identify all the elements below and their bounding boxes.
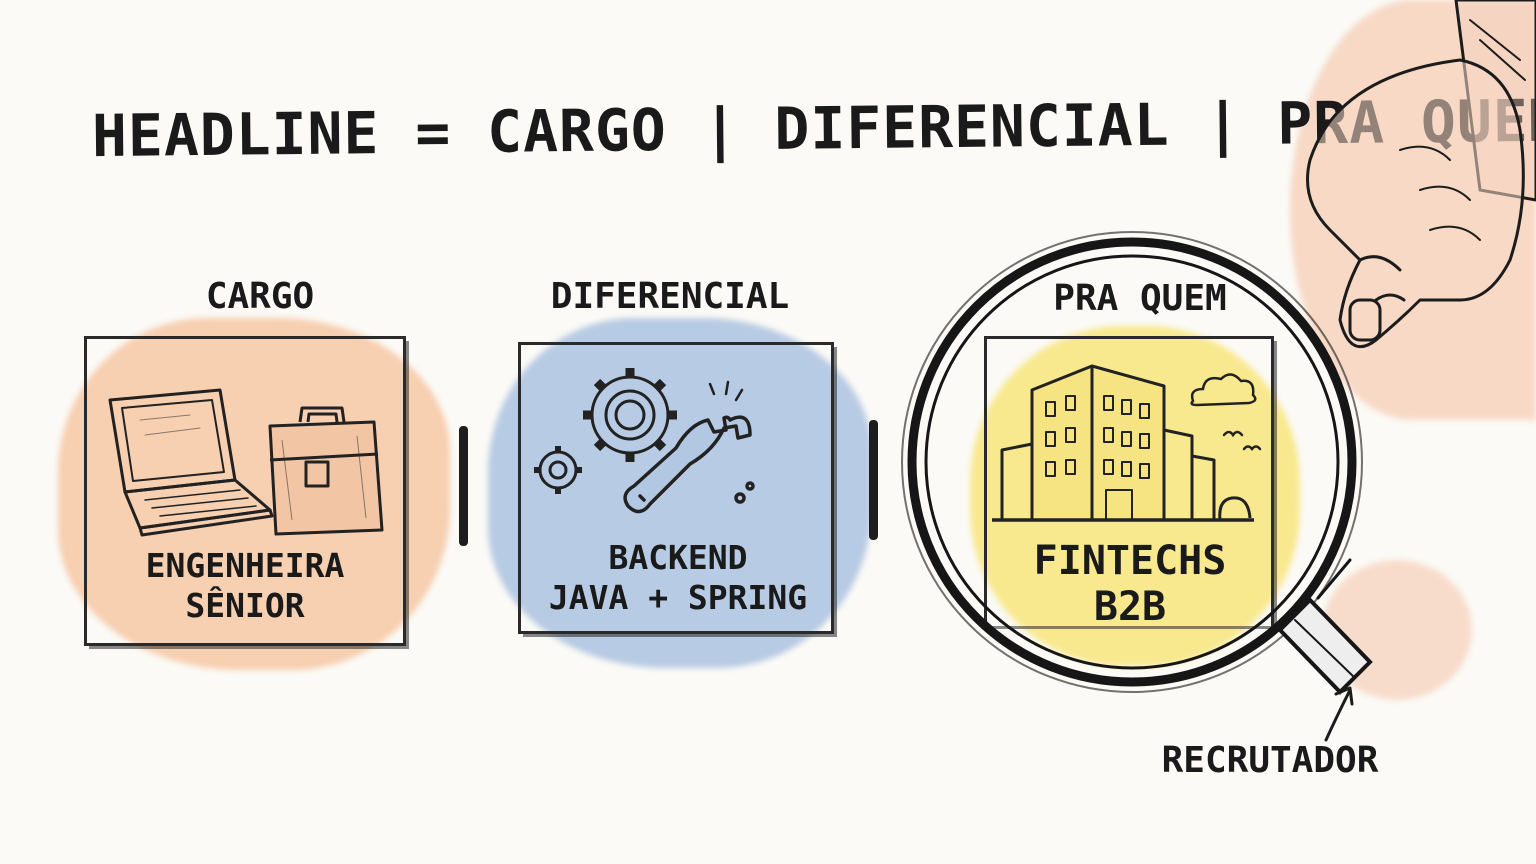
- gears-icon: [534, 368, 677, 494]
- diferencial-frame: [518, 342, 834, 634]
- panel-title-praquem: Pra Quem: [1053, 278, 1227, 319]
- panel-text-cargo: Engenheira Sênior: [100, 546, 390, 626]
- birds-icon: [1222, 430, 1262, 451]
- magnifying-glass-icon: [901, 231, 1373, 695]
- panel-text-line: Engenheira: [145, 546, 345, 585]
- panel-text-line: B2B: [1093, 584, 1167, 630]
- separator-bar: [869, 420, 878, 540]
- separator-bar: [459, 426, 468, 546]
- panel-text-praquem: Fintechs B2B: [990, 538, 1270, 630]
- panel-text-line: Backend: [608, 538, 748, 577]
- panel-title-cargo: Cargo: [205, 276, 315, 317]
- cargo-wash: [58, 318, 450, 670]
- briefcase-icon: [268, 406, 384, 536]
- panel-title-diferencial: Diferencial: [550, 276, 790, 317]
- praquem-wash: [970, 326, 1300, 666]
- laptop-icon: [108, 388, 274, 537]
- cloud-icon: [1190, 373, 1257, 407]
- hand-icon: [1306, 0, 1536, 349]
- panel-text-line: Fintechs: [1033, 538, 1227, 584]
- wrench-icon: [623, 380, 755, 514]
- arrow-up-icon: [1324, 686, 1354, 742]
- recrutador-label: Recrutador: [1161, 740, 1379, 781]
- diferencial-wash: [488, 318, 872, 668]
- headline: Headline = Cargo | Diferencial | Pra Que…: [91, 86, 1536, 171]
- praquem-frame: [984, 336, 1274, 626]
- cargo-frame: [84, 336, 406, 646]
- panel-text-line: Java + Spring: [548, 578, 808, 617]
- panel-text-diferencial: Backend Java + Spring: [528, 538, 828, 618]
- panel-text-line: Sênior: [185, 586, 305, 625]
- office-building-icon: [992, 364, 1254, 522]
